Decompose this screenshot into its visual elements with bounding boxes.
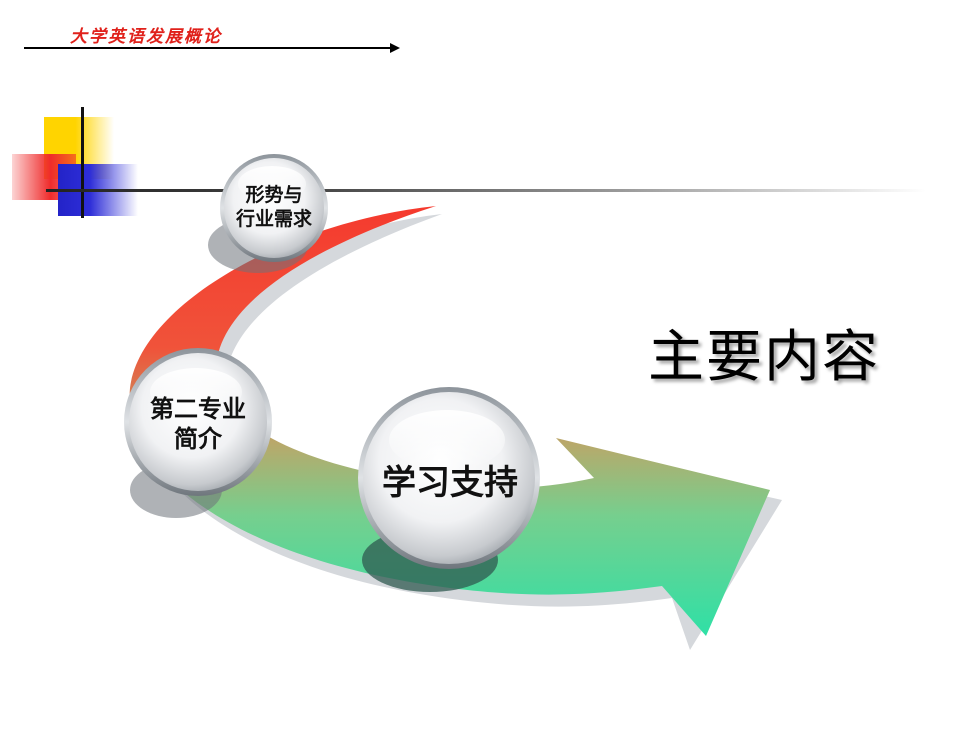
course-title: 大学英语发展概论 — [70, 27, 222, 47]
node-label-situation: 形势与 行业需求 — [222, 170, 326, 244]
arrow-body — [129, 206, 770, 636]
arrow-right-icon — [390, 43, 400, 53]
node2-text: 第二专业 简介 — [150, 395, 246, 453]
deco-vertical-line — [81, 107, 84, 218]
title-underline — [24, 47, 392, 49]
node1-text: 形势与 行业需求 — [235, 184, 312, 230]
node-label-second-major: 第二专业 简介 — [128, 384, 268, 464]
node3-text: 学习支持 — [382, 463, 518, 503]
main-title: 主要内容 — [648, 325, 880, 390]
node-label-learning-support: 学习支持 — [362, 445, 538, 521]
deco-horizontal-line — [46, 189, 926, 192]
